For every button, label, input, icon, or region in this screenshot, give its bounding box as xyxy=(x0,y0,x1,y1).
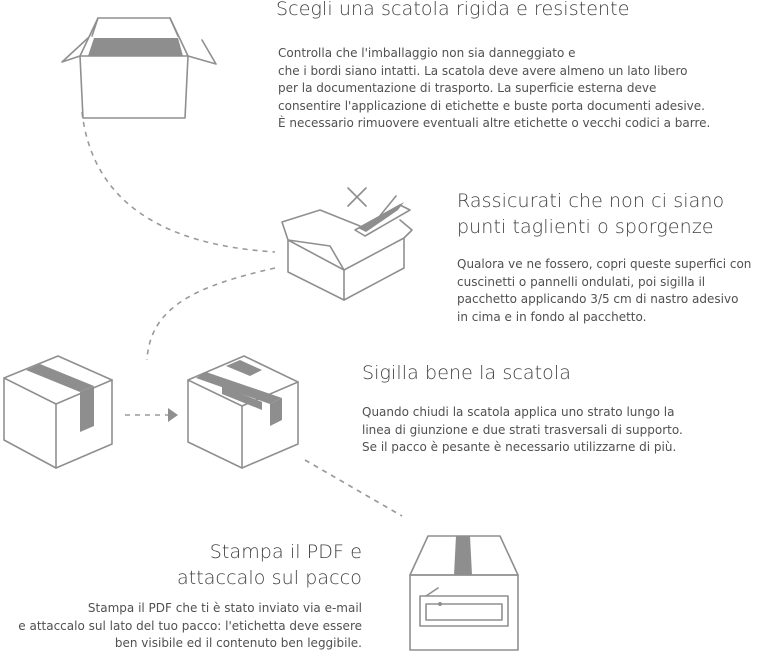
connector-3-4 xyxy=(304,459,403,517)
box-tape-cross-icon xyxy=(187,355,299,469)
step-3-body: Quando chiudi la scatola applica uno str… xyxy=(362,405,683,455)
close-icon xyxy=(347,187,367,207)
step-2-title-line-1: Rassicurati che non ci siano xyxy=(457,190,725,212)
box-tape-single-icon xyxy=(3,355,113,469)
step-3-title: Sigilla bene la scatola xyxy=(362,362,572,384)
step-2-title: Rassicurati che non ci siano punti tagli… xyxy=(457,188,724,240)
step-2-body: Qualora ve ne fossero, copri queste supe… xyxy=(457,257,752,324)
step-2-title-line-2: punti taglienti o sporgenze xyxy=(457,216,714,238)
step-4-body: Stampa il PDF che ti è stato inviato via… xyxy=(18,601,362,651)
step-4-title: Stampa il PDF e attaccalo sul pacco xyxy=(177,539,362,591)
connector-1-2 xyxy=(81,111,276,253)
step-4-title-line-1: Stampa il PDF e xyxy=(209,541,362,563)
box-sharp-edges-icon xyxy=(281,187,413,301)
open-box-icon xyxy=(61,17,217,119)
step-1-title: Scegli una scatola rigida e resistente xyxy=(276,0,630,20)
box-with-label-icon xyxy=(409,535,519,651)
arrow-head-icon xyxy=(168,408,178,422)
step-1-body: Controlla che l'imballaggio non sia dann… xyxy=(278,46,711,131)
step-4-title-line-2: attaccalo sul pacco xyxy=(176,567,362,589)
connector-2-3 xyxy=(146,267,276,361)
